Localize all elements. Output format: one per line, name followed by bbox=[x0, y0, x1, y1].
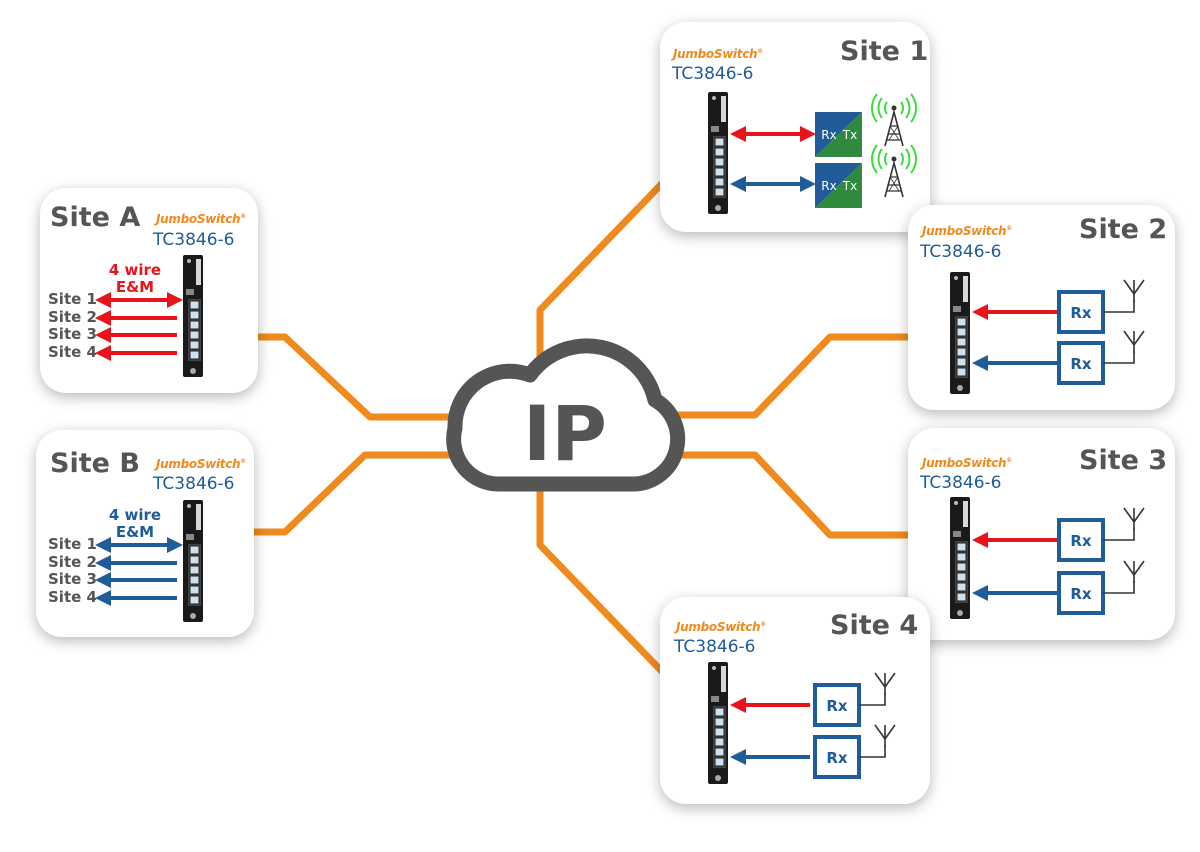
tx-label-site-1-top: Tx bbox=[842, 128, 857, 142]
brand-text: JumboSwitch bbox=[676, 620, 761, 634]
switch-device-site-b bbox=[182, 499, 204, 623]
antenna-feed-site-3-bottom bbox=[1103, 581, 1135, 594]
site-title-a: Site A bbox=[50, 202, 141, 233]
model-label-site-4: TC3846-6 bbox=[674, 637, 756, 657]
antenna-feed-site-2-bottom bbox=[1103, 351, 1135, 364]
site-title-4: Site 4 bbox=[830, 610, 919, 641]
port-arrows-site-a bbox=[95, 292, 183, 361]
brand-mark: ® bbox=[1006, 457, 1012, 464]
model-label-site-b: TC3846-6 bbox=[153, 474, 235, 494]
brand-logo-site-3: JumboSwitch® bbox=[922, 456, 1012, 470]
rx-label-site-1-bottom: Rx bbox=[821, 179, 836, 193]
radio-site-1-bottom bbox=[815, 163, 862, 208]
antenna-icon-site-2-bottom bbox=[1123, 330, 1145, 354]
tower-icon-site-1-bottom bbox=[870, 144, 918, 198]
site-title-2: Site 2 bbox=[1079, 214, 1168, 245]
site-title-b: Site B bbox=[50, 448, 140, 479]
switch-device-site-4 bbox=[707, 661, 729, 785]
antenna-feed-site-3-top bbox=[1103, 528, 1135, 541]
card-site-a bbox=[40, 188, 258, 393]
port-label-site-a-2: Site 2 bbox=[48, 308, 97, 326]
brand-logo-site-4: JumboSwitch® bbox=[676, 620, 766, 634]
brand-text: JumboSwitch bbox=[673, 47, 758, 61]
port-arrows-site-b bbox=[95, 537, 183, 606]
rx-label-site-4-bottom: Rx bbox=[826, 749, 848, 767]
port-label-site-b-2: Site 2 bbox=[48, 553, 97, 571]
brand-mark: ® bbox=[757, 48, 763, 55]
cloud-label: IP bbox=[523, 389, 607, 478]
brand-text: JumboSwitch bbox=[922, 224, 1007, 238]
brand-logo-site-a: JumboSwitch® bbox=[156, 212, 246, 226]
site-title-1: Site 1 bbox=[840, 36, 929, 67]
rx-label-site-3-bottom: Rx bbox=[1070, 585, 1092, 603]
antenna-icon-site-3-bottom bbox=[1123, 560, 1145, 584]
antenna-icon-site-4-top bbox=[874, 672, 896, 696]
antenna-feed-site-4-bottom bbox=[859, 745, 886, 758]
tower-icon-site-1-top bbox=[870, 93, 918, 147]
switch-device-site-a bbox=[182, 254, 204, 378]
port-label-site-b-4: Site 4 bbox=[48, 588, 97, 606]
switch-device-site-2 bbox=[949, 271, 971, 395]
wire-label-line-2: E&M bbox=[115, 278, 155, 296]
brand-logo-site-b: JumboSwitch® bbox=[156, 457, 246, 471]
brand-text: JumboSwitch bbox=[156, 457, 241, 471]
model-label-site-1: TC3846-6 bbox=[672, 64, 754, 84]
model-label-site-a: TC3846-6 bbox=[153, 230, 235, 250]
card-site-b bbox=[36, 430, 254, 637]
brand-mark: ® bbox=[760, 621, 766, 628]
model-label-site-2: TC3846-6 bbox=[920, 242, 1002, 262]
rx-label-site-2-bottom: Rx bbox=[1070, 355, 1092, 373]
rx-label-site-1-top: Rx bbox=[821, 128, 836, 142]
antenna-icon-site-3-top bbox=[1123, 507, 1145, 531]
wire-label-line-1: 4 wire bbox=[108, 261, 162, 279]
brand-text: JumboSwitch bbox=[156, 212, 241, 226]
port-label-site-a-4: Site 4 bbox=[48, 343, 97, 361]
site-title-3: Site 3 bbox=[1079, 445, 1168, 476]
link-site-2 bbox=[671, 333, 959, 419]
brand-mark: ® bbox=[240, 458, 246, 465]
radio-site-1-top bbox=[815, 112, 862, 157]
brand-logo-site-1: JumboSwitch® bbox=[673, 47, 763, 61]
model-label-site-3: TC3846-6 bbox=[920, 473, 1002, 493]
ip-cloud bbox=[446, 338, 686, 492]
port-label-site-b-1: Site 1 bbox=[48, 535, 97, 553]
wire-label-line-1: 4 wire bbox=[108, 506, 162, 524]
brand-text: JumboSwitch bbox=[922, 456, 1007, 470]
port-label-site-b-3: Site 3 bbox=[48, 570, 97, 588]
antenna-feed-site-2-top bbox=[1103, 300, 1135, 313]
antenna-icon-site-4-bottom bbox=[874, 724, 896, 748]
antenna-icon-site-2-top bbox=[1123, 279, 1145, 303]
brand-mark: ® bbox=[1006, 225, 1012, 232]
switch-device-site-3 bbox=[949, 496, 971, 620]
port-label-site-a-3: Site 3 bbox=[48, 325, 97, 343]
wire-label-line-2: E&M bbox=[115, 523, 155, 541]
wire-label-site-b: 4 wire E&M bbox=[105, 507, 165, 541]
port-label-site-a-1: Site 1 bbox=[48, 290, 97, 308]
brand-mark: ® bbox=[240, 213, 246, 220]
link-site-3 bbox=[676, 451, 959, 539]
rx-label-site-3-top: Rx bbox=[1070, 532, 1092, 550]
wire-label-site-a: 4 wire E&M bbox=[105, 262, 165, 296]
rx-label-site-4-top: Rx bbox=[826, 697, 848, 715]
tx-label-site-1-bottom: Tx bbox=[842, 179, 857, 193]
rx-label-site-2-top: Rx bbox=[1070, 304, 1092, 322]
antenna-feed-site-4-top bbox=[859, 693, 886, 706]
brand-logo-site-2: JumboSwitch® bbox=[922, 224, 1012, 238]
switch-device-site-1 bbox=[707, 91, 729, 215]
